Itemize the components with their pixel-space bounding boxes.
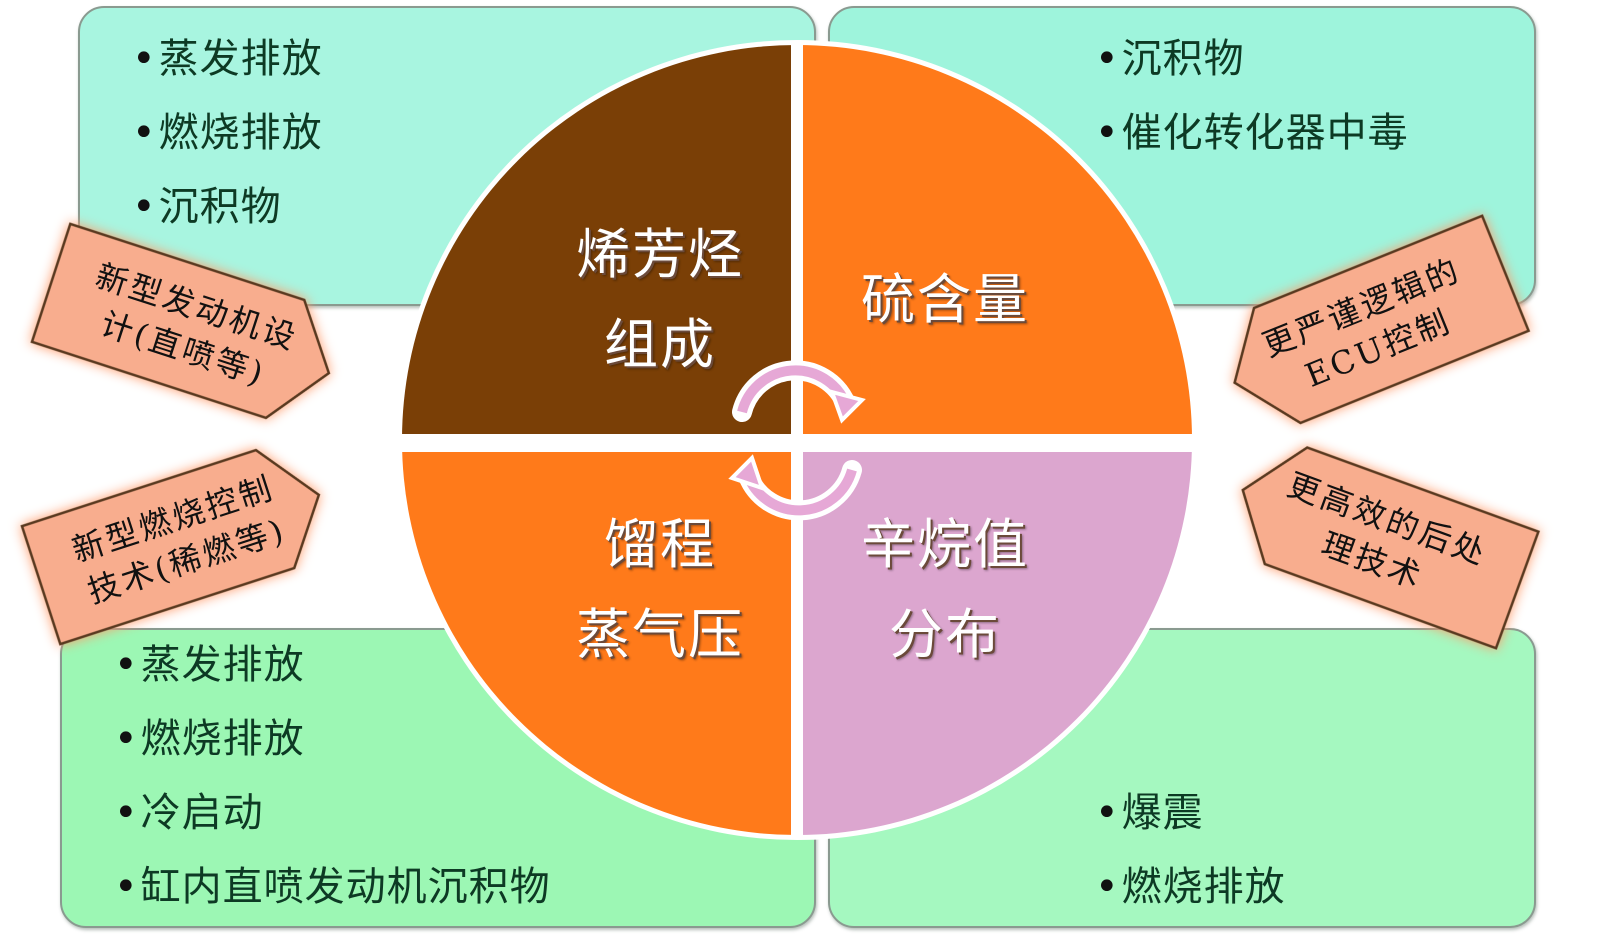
label-line: 组成 xyxy=(604,313,716,376)
label-line: 蒸气压 xyxy=(576,603,744,666)
left-arrow-shape-icon xyxy=(1233,214,1531,425)
list-item: 燃烧排放 xyxy=(132,96,323,170)
impact-list-top-right: 沉积物 催化转化器中毒 xyxy=(1095,22,1409,170)
label-line: 烯芳烃 xyxy=(576,223,744,286)
label-octane-distribution: 辛烷值 分布 xyxy=(845,500,1045,680)
right-arrow-shape-icon xyxy=(30,222,331,420)
list-item: 缸内直喷发动机沉积物 xyxy=(114,850,551,924)
list-item: 冷启动 xyxy=(114,776,551,850)
right-arrow-shape-icon xyxy=(20,448,321,646)
list-item: 爆震 xyxy=(1095,776,1286,850)
label-line: 分布 xyxy=(889,603,1001,666)
list-item: 沉积物 xyxy=(132,170,323,244)
callout-text: 新型燃烧控制 技术(稀燃等) xyxy=(16,427,345,653)
label-line: 馏程 xyxy=(604,513,716,576)
callout-aftertreatment: 更高效的后处 理技术 xyxy=(1215,423,1545,657)
label-distillation-vapor-pressure: 馏程 蒸气压 xyxy=(560,500,760,680)
impact-list-bottom-left: 蒸发排放 燃烧排放 冷启动 缸内直喷发动机沉积物 xyxy=(114,628,551,924)
list-item: 燃烧排放 xyxy=(114,702,551,776)
list-item: 沉积物 xyxy=(1095,22,1409,96)
callout-new-engine-design: 新型发动机设 计(直喷等) xyxy=(26,215,355,441)
list-item: 燃烧排放 xyxy=(1095,850,1286,924)
impact-list-bottom-right: 爆震 燃烧排放 xyxy=(1095,776,1286,924)
label-line: 辛烷值 xyxy=(861,513,1029,576)
list-item: 蒸发排放 xyxy=(114,628,551,702)
list-item: 蒸发排放 xyxy=(132,22,323,96)
list-item: 催化转化器中毒 xyxy=(1095,96,1409,170)
label-sulfur-content: 硫含量 xyxy=(845,255,1045,345)
label-olefin-aromatics: 烯芳烃 组成 xyxy=(565,210,755,390)
left-arrow-shape-icon xyxy=(1241,446,1541,650)
callout-text: 更高效的后处 理技术 xyxy=(1215,423,1545,657)
callout-ecu-control: 更严谨逻辑的 ECU控制 xyxy=(1205,207,1536,449)
label-line: 硫含量 xyxy=(861,268,1029,331)
impact-list-top-left: 蒸发排放 燃烧排放 沉积物 xyxy=(132,22,323,244)
callout-new-combustion-control: 新型燃烧控制 技术(稀燃等) xyxy=(16,427,345,653)
